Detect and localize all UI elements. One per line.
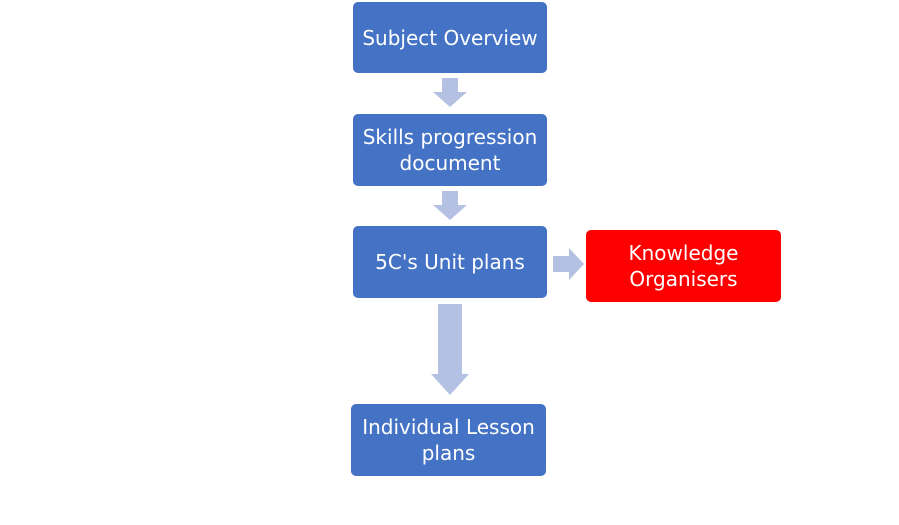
node-knowledge-organisers-label: Knowledge Organisers — [628, 241, 739, 291]
node-subject-overview-label: Subject Overview — [362, 25, 538, 50]
node-unit-plans: 5C's Unit plans — [353, 226, 547, 298]
arrow-down-1 — [433, 78, 467, 107]
arrow-right — [553, 248, 584, 280]
node-lesson-plans: Individual Lesson plans — [351, 404, 546, 476]
node-knowledge-organisers: Knowledge Organisers — [586, 230, 781, 302]
node-subject-overview: Subject Overview — [353, 2, 547, 73]
node-skills-progression: Skills progression document — [353, 114, 547, 186]
node-skills-progression-label: Skills progression document — [362, 125, 538, 175]
node-lesson-plans-label: Individual Lesson plans — [362, 415, 535, 465]
arrow-down-long — [431, 304, 469, 395]
node-unit-plans-label: 5C's Unit plans — [375, 250, 525, 274]
arrow-down-2 — [433, 191, 467, 220]
